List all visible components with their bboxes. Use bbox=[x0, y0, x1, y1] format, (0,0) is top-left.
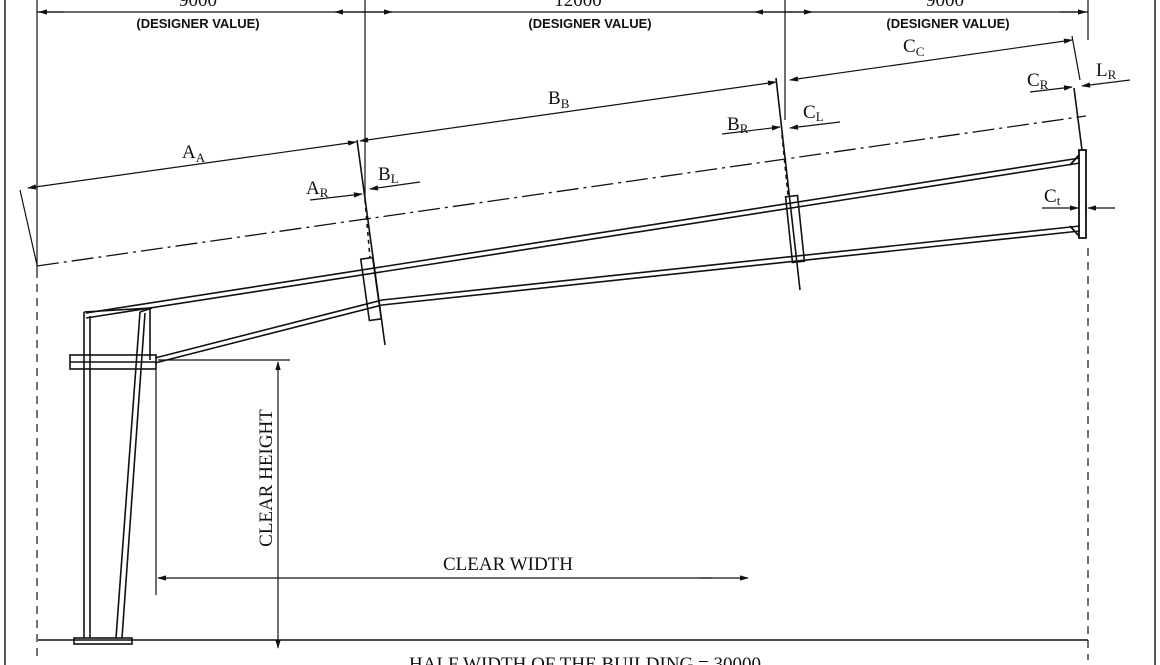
mid-span-value: 12000 bbox=[554, 0, 602, 11]
rafter-centerline bbox=[36, 115, 1087, 267]
segment-a-label: AA bbox=[182, 142, 206, 165]
clear-width-dimension bbox=[155, 370, 749, 595]
right-designer-value: (DESIGNER VALUE) bbox=[886, 16, 1009, 31]
column-member bbox=[69, 307, 157, 645]
clear-height-label: CLEAR HEIGHT bbox=[256, 409, 277, 547]
right-span-value: 9000 bbox=[926, 0, 964, 11]
left-span-value: 9000 bbox=[179, 0, 217, 11]
left-designer-value: (DESIGNER VALUE) bbox=[136, 16, 259, 31]
mid-designer-value: (DESIGNER VALUE) bbox=[528, 16, 651, 31]
clear-height-dimension bbox=[158, 359, 290, 649]
segment-dimension-lines bbox=[19, 35, 1081, 266]
splice-cr-label: CR bbox=[1027, 70, 1049, 92]
splice-bl-label: BL bbox=[378, 164, 399, 186]
splice-dimension-arrows bbox=[309, 79, 1131, 211]
segment-b-label: BB bbox=[548, 88, 570, 111]
clear-width-label: CLEAR WIDTH bbox=[443, 554, 573, 575]
building-limit-lines bbox=[36, 248, 1089, 660]
splice-plates bbox=[356, 77, 1083, 346]
ridge-end-plate bbox=[1069, 149, 1087, 239]
splice-cl-label: CL bbox=[803, 102, 824, 124]
half-width-label: HALF WIDTH OF THE BUILDING = 30000 bbox=[409, 654, 761, 665]
span-dimension-line bbox=[36, 0, 1089, 270]
segment-c-label: CC bbox=[903, 36, 924, 59]
splice-ct-label: Ct bbox=[1044, 186, 1061, 208]
rafter-members bbox=[85, 157, 1081, 364]
splice-br-label: BR bbox=[727, 114, 749, 136]
splice-ar-label: AR bbox=[306, 178, 329, 200]
drawing-border bbox=[4, 0, 1156, 665]
splice-lr-label: LR bbox=[1096, 60, 1117, 82]
